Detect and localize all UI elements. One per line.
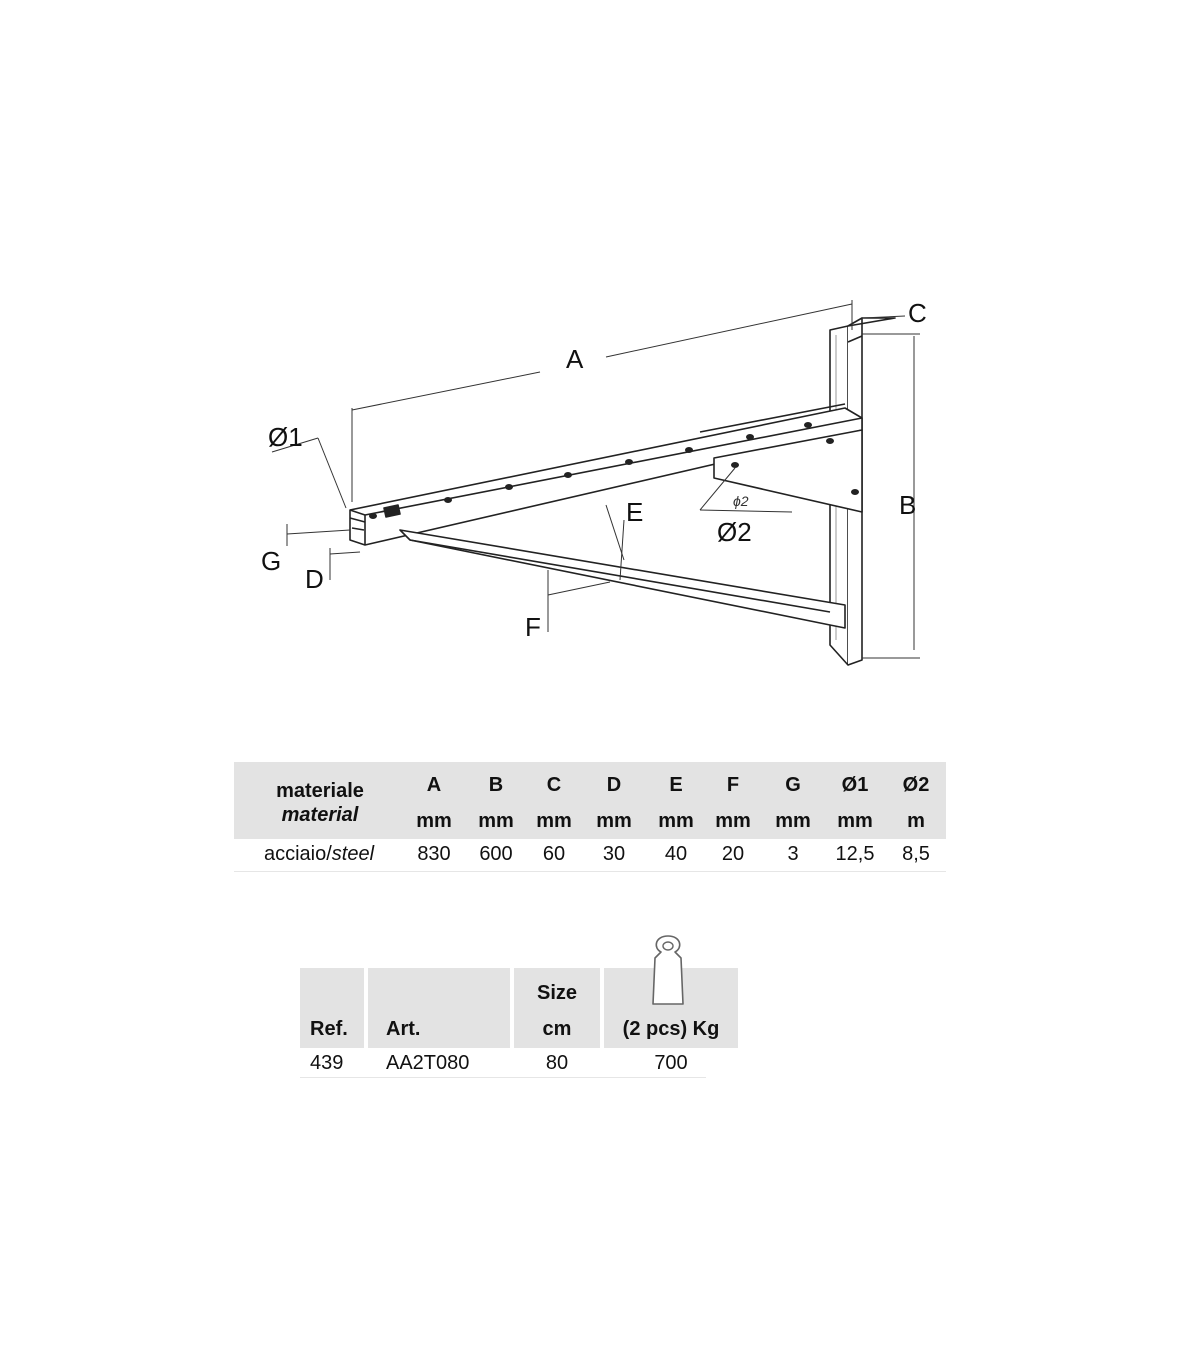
- value-d: 30: [602, 843, 626, 865]
- col-c-letter: C: [546, 774, 562, 796]
- diagonal-strut: [399, 529, 846, 629]
- col-d-unit: mm: [596, 810, 632, 832]
- value-b: 600: [479, 843, 513, 865]
- col-phi2-unit: m: [907, 810, 925, 832]
- value-phi2: 8,5: [902, 843, 930, 865]
- label-g: G: [261, 546, 281, 576]
- art-value: AA2T080: [386, 1052, 470, 1074]
- col-d-letter: D: [606, 774, 622, 796]
- spec-table-header: materiale material A mm B mm C mm D mm E…: [234, 762, 946, 839]
- value-f: 20: [721, 843, 745, 865]
- col-b-letter: B: [488, 774, 504, 796]
- col-g-unit: mm: [775, 810, 811, 832]
- col-a-unit: mm: [416, 810, 452, 832]
- material-header: materiale: [276, 780, 364, 802]
- col-a-letter: A: [426, 774, 442, 796]
- label-phi2: Ø2: [717, 517, 752, 547]
- ref-value: 439: [310, 1052, 344, 1074]
- col-e-letter: E: [669, 774, 683, 796]
- col-e-unit: mm: [658, 810, 694, 832]
- row-divider: [300, 1077, 706, 1078]
- col-phi1-unit: mm: [837, 810, 873, 832]
- art-header-cell: [368, 968, 510, 1048]
- weight-icon: [652, 935, 684, 1005]
- load-header: (2 pcs) Kg: [622, 1018, 720, 1040]
- col-f-letter: F: [726, 774, 740, 796]
- label-b: B: [899, 490, 916, 520]
- spec-table: materiale material A mm B mm C mm D mm E…: [234, 762, 946, 872]
- label-c: C: [908, 298, 927, 328]
- size-value: 80: [545, 1052, 569, 1074]
- label-a: A: [566, 344, 584, 374]
- label-d: D: [305, 564, 324, 594]
- col-phi2-letter: Ø2: [902, 774, 930, 796]
- col-c-unit: mm: [536, 810, 572, 832]
- value-g: 3: [787, 843, 799, 865]
- load-value: 700: [654, 1052, 688, 1074]
- material-value: acciaio/steel: [263, 843, 375, 865]
- label-phi1: Ø1: [268, 422, 303, 452]
- product-table: Ref. Art. Size cm (2 pcs) Kg 439 AA2T080…: [300, 968, 740, 1080]
- value-phi1: 12,5: [835, 843, 875, 865]
- size-header-cell: [514, 968, 600, 1048]
- material-header-en: material: [281, 804, 359, 826]
- label-phi2-small: ϕ2: [733, 493, 749, 509]
- col-b-unit: mm: [478, 810, 514, 832]
- col-phi1-letter: Ø1: [841, 774, 869, 796]
- value-c: 60: [542, 843, 566, 865]
- ref-header: Ref.: [310, 1018, 348, 1040]
- col-f-unit: mm: [715, 810, 751, 832]
- ref-header-cell: [300, 968, 364, 1048]
- table-row: acciaio/steel 830 600 60 30 40 20 3 12,5…: [234, 839, 946, 872]
- size-header-line1: Size: [536, 982, 578, 1004]
- art-header: Art.: [386, 1018, 421, 1040]
- label-f: F: [525, 612, 541, 642]
- col-g-letter: G: [785, 774, 801, 796]
- label-e: E: [626, 497, 643, 527]
- value-a: 830: [417, 843, 451, 865]
- value-e: 40: [664, 843, 688, 865]
- size-header-line2: cm: [542, 1018, 572, 1040]
- bracket-drawing: A B C D E F G Ø1 Ø2 ϕ2: [261, 298, 927, 666]
- gusset-plate: [713, 429, 863, 513]
